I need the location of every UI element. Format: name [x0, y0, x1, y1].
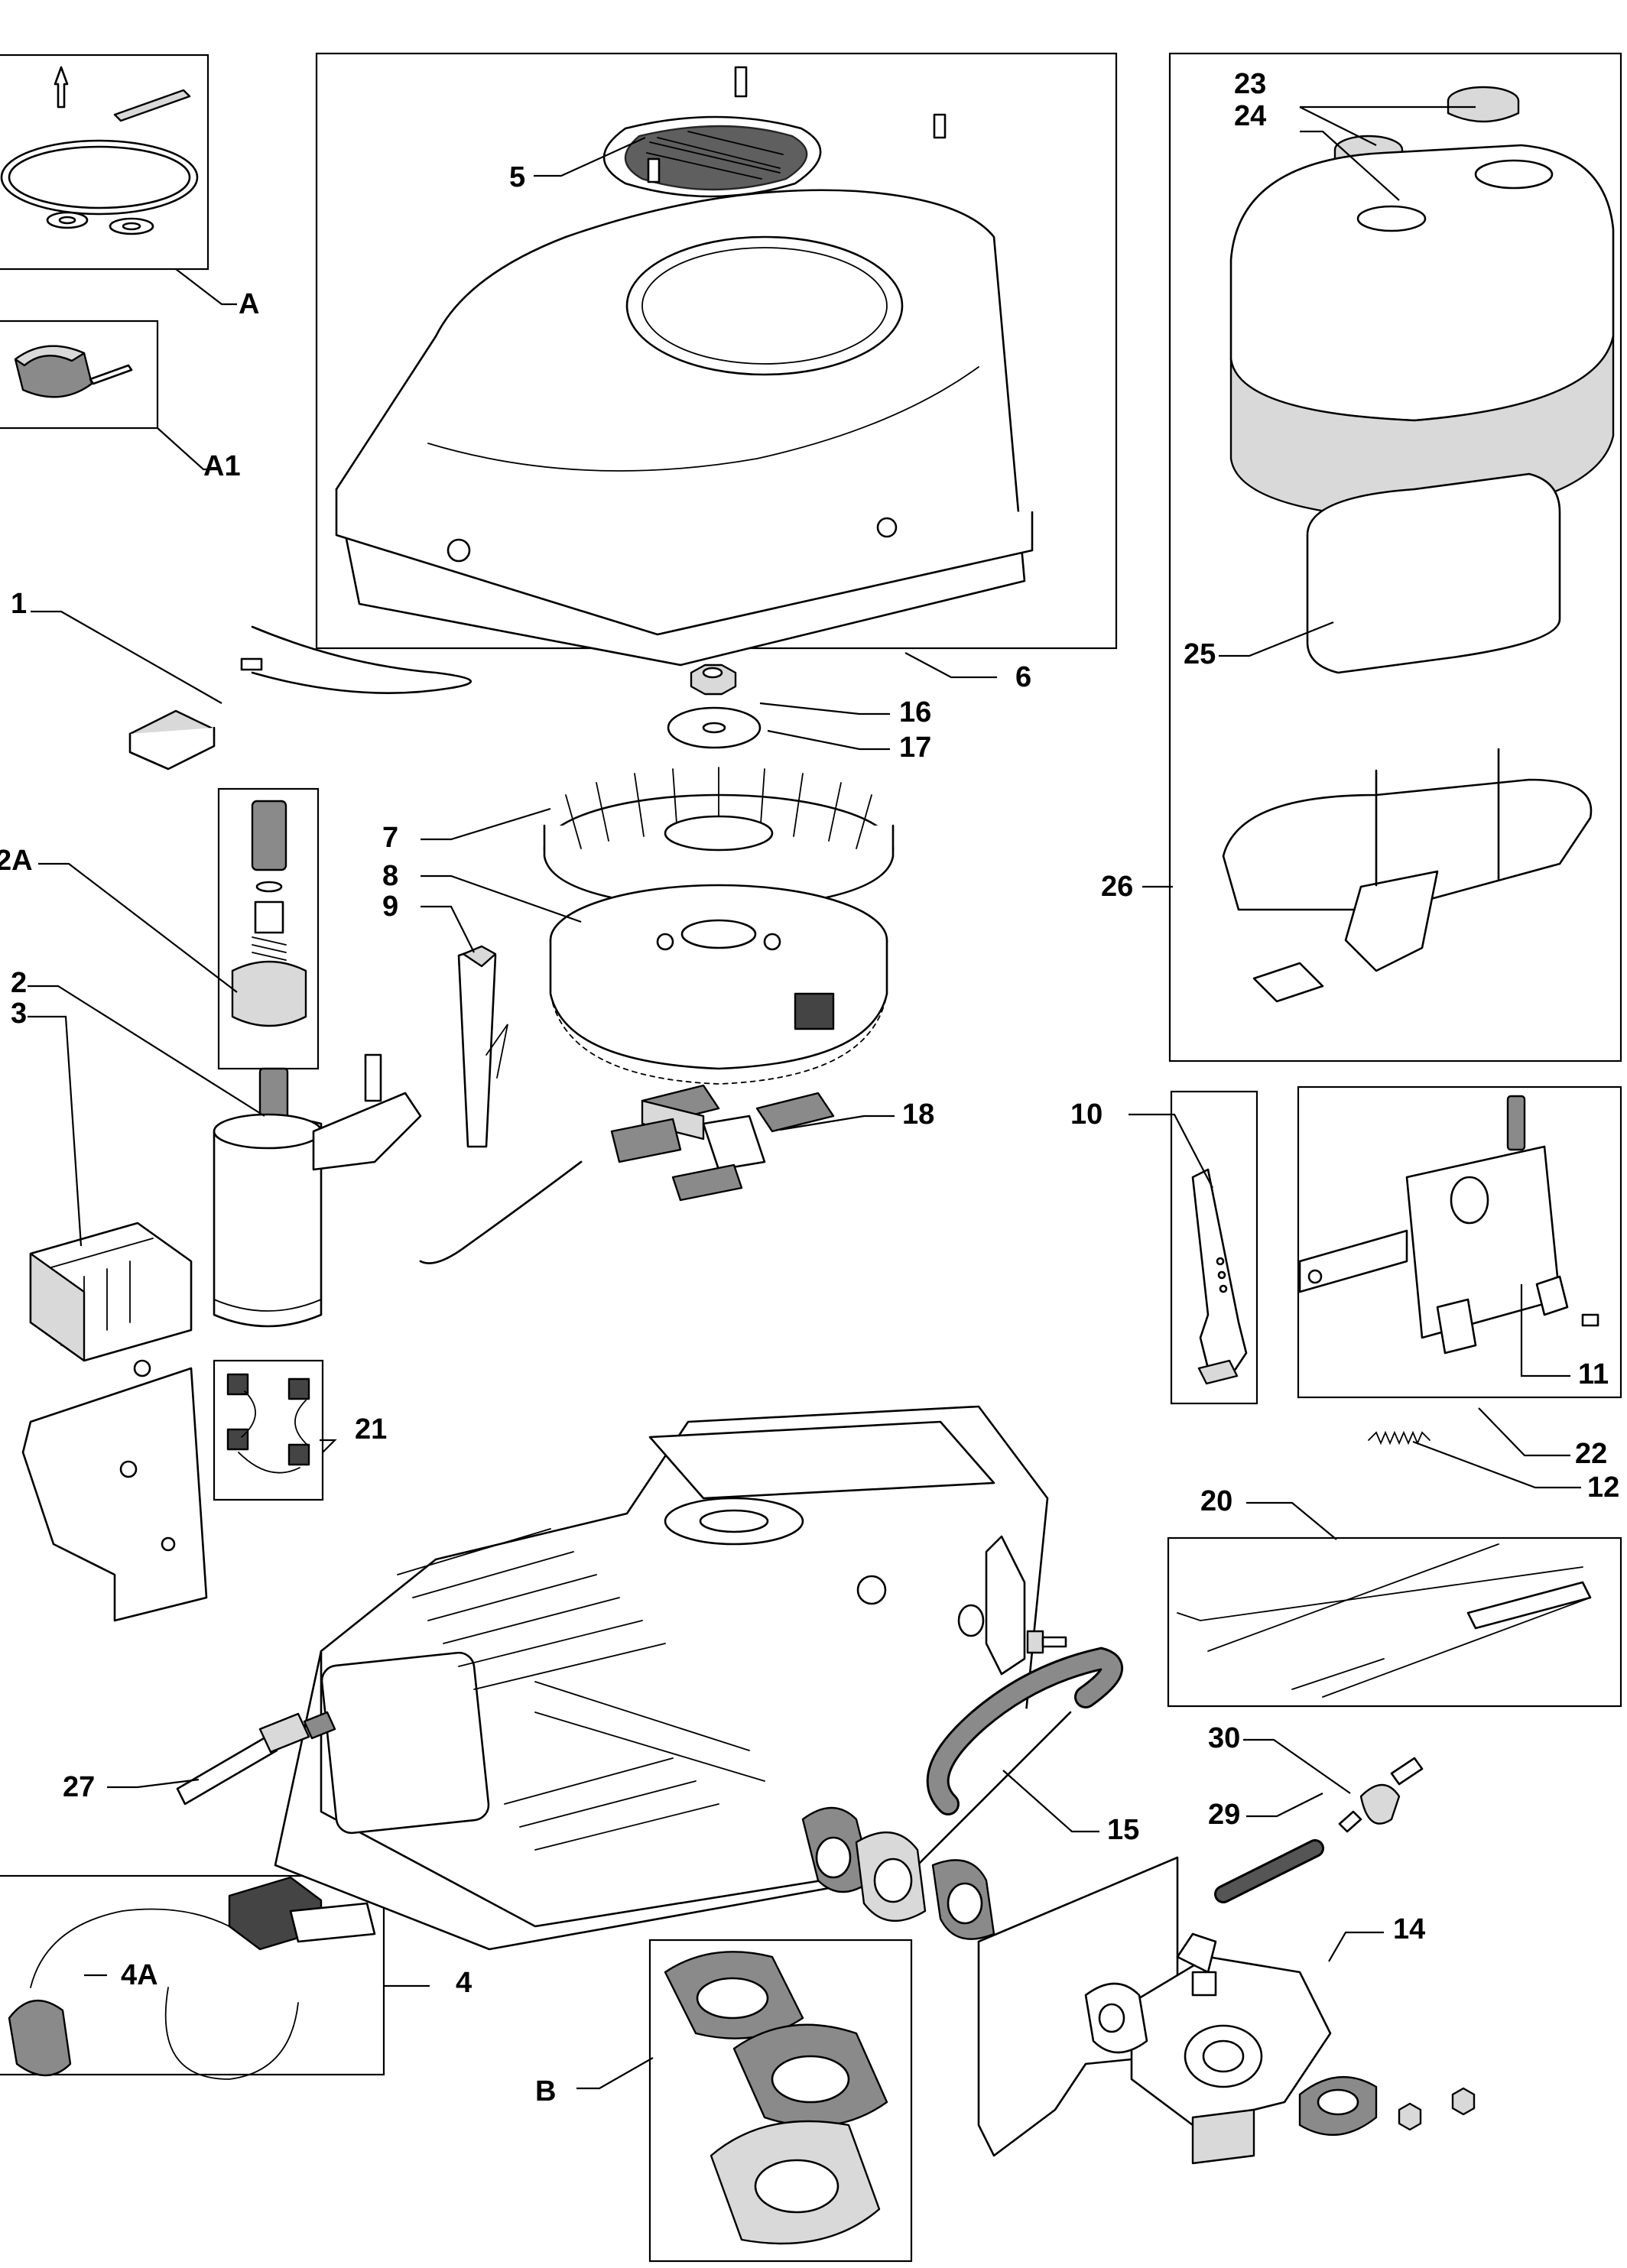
- callout-b: B: [535, 2075, 556, 2107]
- callout-6: 6: [1015, 661, 1031, 693]
- frame-ignition-coil: [0, 1874, 385, 2076]
- callout-2: 2: [11, 967, 27, 999]
- callout-a: A: [239, 288, 259, 320]
- engine-bracket-illustration: [957, 1535, 1067, 1676]
- frame-lever: [1170, 1090, 1258, 1405]
- callout-8: 8: [382, 860, 398, 892]
- brush-set-illustration: [226, 1373, 310, 1474]
- callout-17: 17: [899, 732, 931, 764]
- callout-21: 21: [355, 1413, 387, 1445]
- callout-4: 4: [456, 1967, 472, 1999]
- wiring-harness-illustration: [128, 625, 472, 771]
- callout-22: 22: [1575, 1438, 1607, 1470]
- governor-spring-illustration: [1368, 1430, 1431, 1445]
- callout-labels: A A1 1 2A 2 3 4 4A 5 6 7 8 9 10 11 12 14…: [0, 68, 1619, 2107]
- callout-26: 26: [1101, 871, 1133, 903]
- callout-25: 25: [1184, 638, 1216, 670]
- voltage-regulator-illustration: [29, 1222, 193, 1362]
- governor-bracket-illustration: [1298, 1095, 1599, 1355]
- callout-10: 10: [1070, 1098, 1103, 1131]
- intake-gaskets-illustration: [801, 1806, 995, 1940]
- intake-screen-illustration: [602, 66, 947, 198]
- carburetor-shield-illustration: [977, 1856, 1179, 2157]
- leader-lines: [28, 105, 1581, 2090]
- callout-24: 24: [1234, 100, 1266, 132]
- starter-pinion-illustration: [231, 800, 307, 1027]
- callout-16: 16: [899, 696, 931, 728]
- spark-plug-illustration: [176, 1711, 336, 1806]
- callout-29: 29: [1208, 1799, 1240, 1831]
- fuel-hose-filter-illustration: [1214, 1757, 1424, 1903]
- carburetor-flange-illustration: [1298, 2075, 1476, 2137]
- callout-1: 1: [11, 588, 27, 620]
- frame-governor-bracket: [1297, 1085, 1622, 1399]
- frame-gasket-set: [648, 1939, 913, 2263]
- callout-2a: 2A: [0, 845, 33, 877]
- flywheel-illustration: [549, 884, 888, 1085]
- cooling-fan-illustration: [543, 767, 895, 911]
- carburetor-illustration: [1084, 1932, 1332, 2165]
- linkage-rods-illustration: [1177, 1543, 1592, 1698]
- callout-7: 7: [382, 822, 398, 854]
- callout-20: 20: [1200, 1485, 1232, 1517]
- callout-5: 5: [509, 161, 525, 193]
- shield-plate-illustration: [21, 1359, 208, 1622]
- callout-a1: A1: [203, 450, 241, 482]
- flywheel-nut-washer-illustration: [667, 664, 762, 749]
- alternator-coil-illustration: [419, 1084, 835, 1264]
- callout-12: 12: [1587, 1471, 1619, 1504]
- callout-18: 18: [902, 1098, 934, 1131]
- callout-9: 9: [382, 891, 398, 923]
- clamp-illustration: [14, 345, 133, 398]
- frame-rods: [1167, 1536, 1622, 1708]
- starter-motor-illustration: [213, 1053, 422, 1328]
- blower-housing-illustration: [335, 189, 1034, 667]
- callout-11: 11: [1578, 1358, 1609, 1390]
- breather-hose-illustration: [926, 1647, 1123, 1815]
- callout-4a: 4A: [121, 1959, 158, 1991]
- frame-brushes: [213, 1359, 324, 1501]
- ignition-coil-illustration: [8, 1876, 376, 2080]
- callout-27: 27: [63, 1771, 95, 1803]
- shaft-key-illustration: [457, 945, 508, 1148]
- frame-group-a: [0, 54, 209, 271]
- callout-30: 30: [1208, 1722, 1240, 1754]
- frame-air-filter: [1168, 52, 1622, 1063]
- control-lever-illustration: [1191, 1168, 1248, 1385]
- frame-group-a1: [0, 320, 159, 430]
- air-filter-assembly-illustration: [1222, 86, 1615, 1003]
- callout-23: 23: [1234, 68, 1266, 100]
- callout-15: 15: [1107, 1814, 1139, 1846]
- seal-kit-illustration: [0, 66, 199, 235]
- callout-3: 3: [11, 998, 27, 1030]
- callout-14: 14: [1393, 1913, 1425, 1945]
- gasket-set-illustration: [664, 1951, 888, 2245]
